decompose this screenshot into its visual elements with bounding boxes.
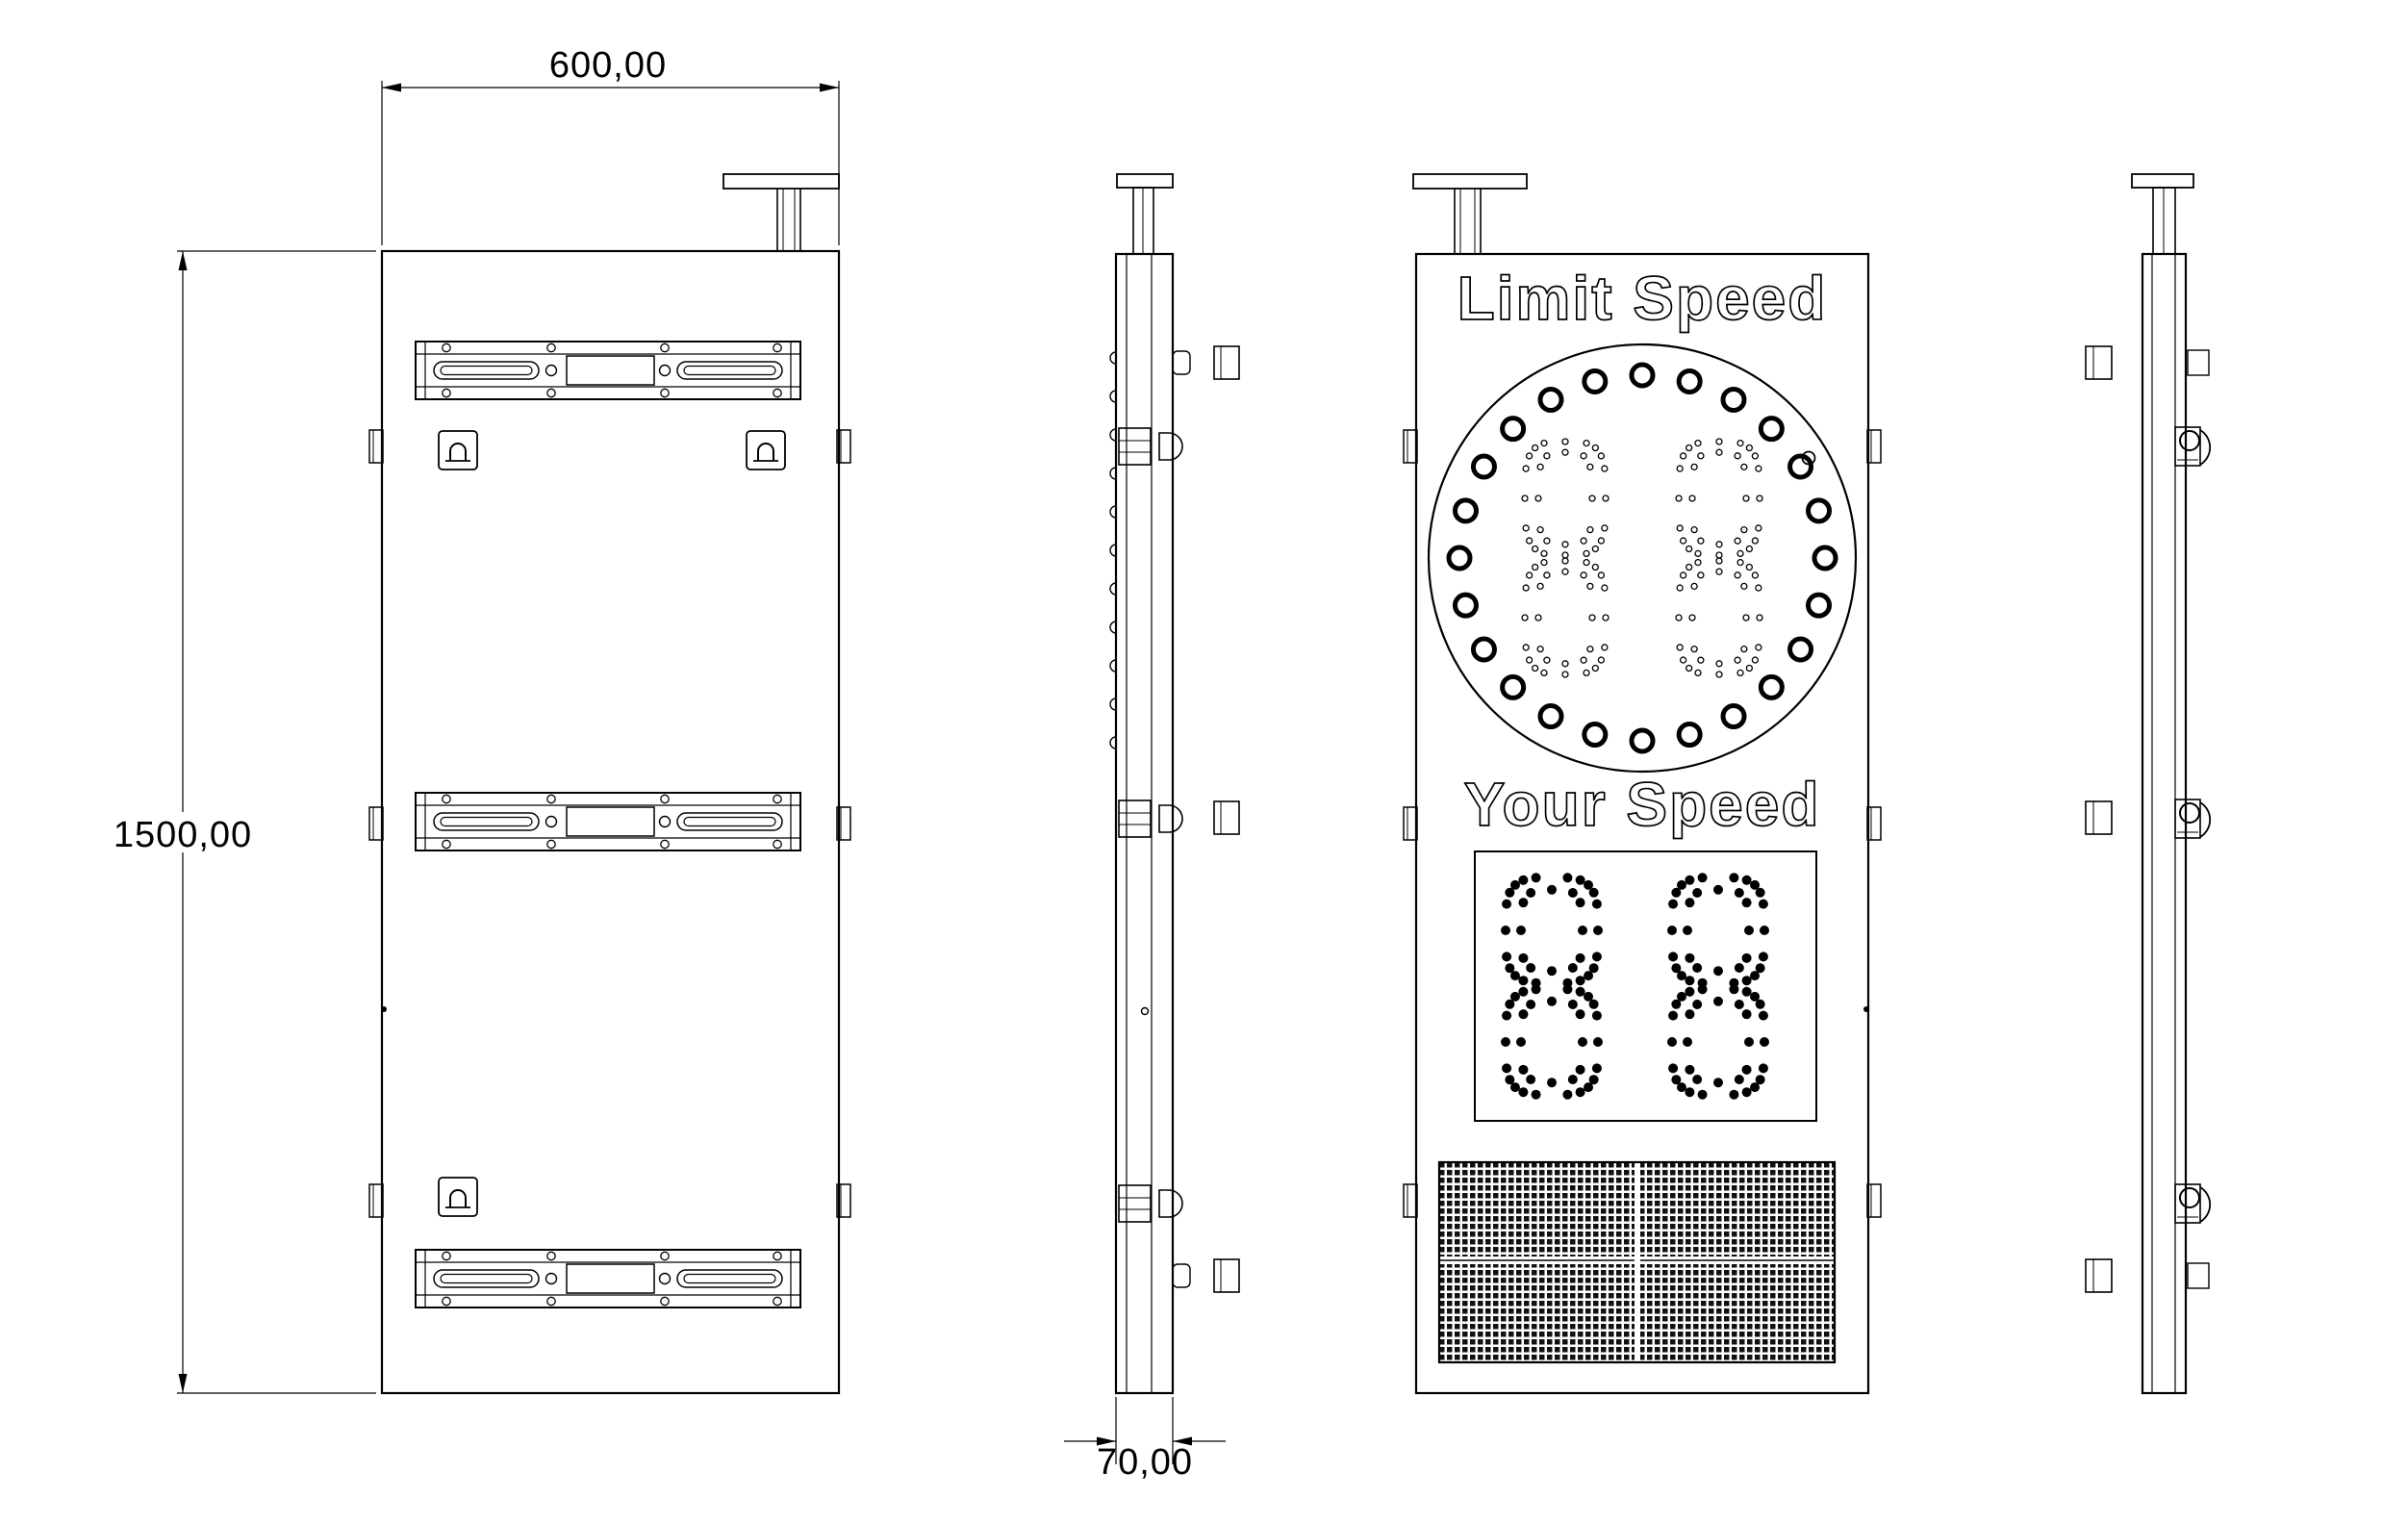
depth-dimension-lines — [1064, 1397, 1226, 1464]
side-view-right — [2085, 173, 2212, 1395]
dimension-width-label: 600,00 — [549, 45, 667, 86]
your-speed-label: Your Speed — [1464, 770, 1821, 839]
dimension-height-label: 1500,00 — [114, 815, 252, 855]
led-matrix-panel — [1437, 1160, 1837, 1364]
your-speed-dot-digits — [1501, 873, 1769, 1100]
back-view — [368, 173, 851, 1395]
side-view-left — [1109, 173, 1240, 1395]
dimension-depth-label: 70,00 — [1097, 1442, 1193, 1483]
height-dimension-lines — [108, 250, 376, 1394]
led-ring — [1446, 362, 1838, 754]
limit-speed-dot-digits — [1521, 438, 1763, 678]
width-dimension-lines — [381, 81, 840, 245]
limit-speed-label: Limit Speed — [1457, 264, 1828, 333]
front-view — [1403, 173, 1882, 1395]
